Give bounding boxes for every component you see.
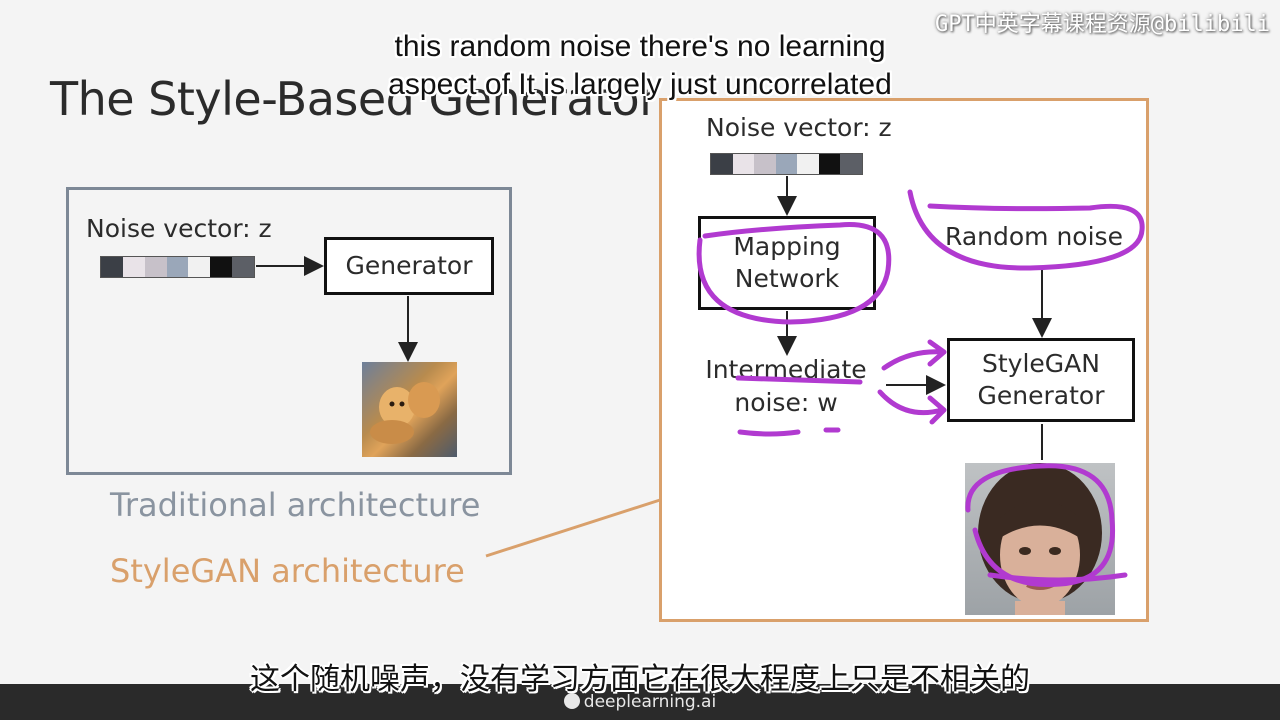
mapping-label-line2: Network <box>734 264 840 293</box>
stylegan-generator-line1: StyleGAN <box>982 348 1100 378</box>
stylegan-generator-box: StyleGAN Generator <box>947 338 1135 422</box>
stylegan-generator-line2: Generator <box>977 381 1105 410</box>
annotation-circle-random-noise <box>907 189 1145 271</box>
annotation-underline-face <box>987 572 1128 583</box>
footer-bar <box>0 684 1280 720</box>
stylegan-noise-label: Noise vector: z <box>706 113 892 142</box>
stylegan-architecture-caption: StyleGAN architecture <box>110 552 465 590</box>
annotation-circle-face <box>965 463 1116 588</box>
traditional-architecture-caption: Traditional architecture <box>110 486 481 524</box>
slide-title: The Style-Based Generator <box>50 72 658 126</box>
stylegan-noise-vector <box>710 153 863 175</box>
annotation-circle-mapping <box>696 222 892 325</box>
generated-dog-image <box>362 362 457 457</box>
annotation-underline-w <box>737 427 841 437</box>
deeplearning-logo-icon <box>563 693 580 709</box>
annotation-strokes <box>696 189 1145 588</box>
chinese-subtitle: 这个随机噪声，没有学习方面它在很大程度上只是不相关的 <box>250 662 1030 697</box>
mapping-label-line1: Mapping <box>733 231 841 261</box>
english-subtitle-line-2: aspect of It is largely just uncorrelate… <box>388 68 892 101</box>
generated-face-image <box>965 463 1115 615</box>
annotation-arrow-upper <box>881 339 947 371</box>
intermediate-label-line2: noise: w <box>734 387 838 417</box>
caption-pointer-line <box>485 498 661 558</box>
annotation-underline-intermediate <box>735 375 863 385</box>
english-subtitle-line-1: this random noise there's no learning <box>394 30 886 63</box>
traditional-generator-box: Generator <box>324 237 494 295</box>
traditional-architecture-panel <box>66 187 512 475</box>
annotation-arrow-lower <box>877 389 947 425</box>
channel-watermark: GPT中英字幕课程资源@bilibili <box>935 12 1270 37</box>
traditional-noise-vector <box>100 256 255 278</box>
footer-brand: deeplearning.ai <box>0 692 1280 712</box>
footer-brand-text: deeplearning.ai <box>583 692 717 712</box>
traditional-noise-label: Noise vector: z <box>86 214 272 243</box>
